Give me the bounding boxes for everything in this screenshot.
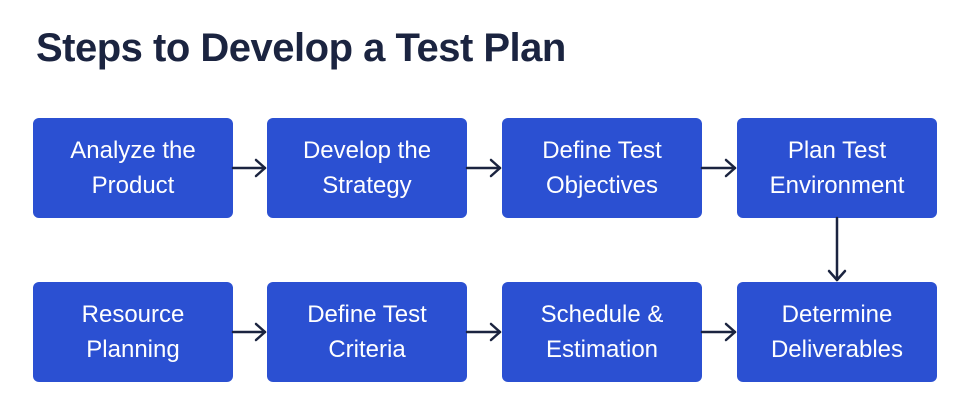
arrow-right-icon <box>231 322 267 342</box>
arrow-right-icon <box>465 158 502 178</box>
step-label: Determine Deliverables <box>770 301 904 363</box>
diagram-title: Steps to Develop a Test Plan <box>36 26 566 70</box>
arrow-down-icon <box>827 216 847 282</box>
step-resource-planning: Resource Planning <box>33 282 233 382</box>
step-define-test-criteria: Define Test Criteria <box>267 282 467 382</box>
arrow-right-icon <box>700 158 737 178</box>
step-define-test-objectives: Define Test Objectives <box>502 118 702 218</box>
step-label: Develop the Strategy <box>302 137 432 199</box>
arrow-right-icon <box>465 322 502 342</box>
step-label: Plan Test Environment <box>769 137 905 199</box>
step-label: Schedule & Estimation <box>540 301 664 363</box>
step-schedule-and-estimation: Schedule & Estimation <box>502 282 702 382</box>
step-develop-the-strategy: Develop the Strategy <box>267 118 467 218</box>
step-label: Resource Planning <box>81 301 185 363</box>
step-label: Define Test Objectives <box>542 137 662 199</box>
step-label: Analyze the Product <box>70 137 196 199</box>
step-determine-deliverables: Determine Deliverables <box>737 282 937 382</box>
step-plan-test-environment: Plan Test Environment <box>737 118 937 218</box>
step-analyze-the-product: Analyze the Product <box>33 118 233 218</box>
arrow-right-icon <box>700 322 737 342</box>
step-label: Define Test Criteria <box>307 301 427 363</box>
arrow-right-icon <box>231 158 267 178</box>
